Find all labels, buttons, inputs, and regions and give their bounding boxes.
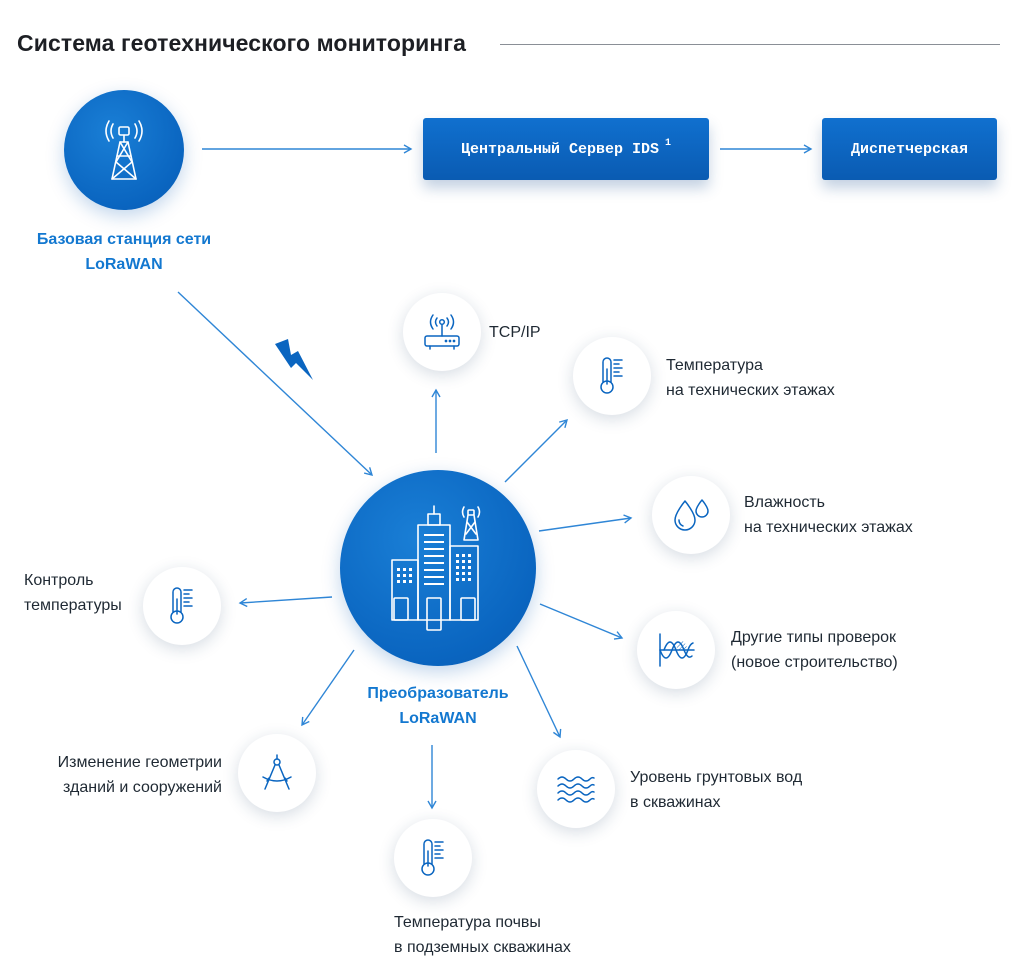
humidity-label-line1: Влажность	[744, 494, 826, 511]
converter-label-line1: Преобразователь	[367, 685, 509, 702]
waves-icon	[557, 776, 595, 803]
other-checks-node	[637, 611, 715, 689]
groundwater-node	[537, 750, 615, 828]
central-server-box: Центральный Сервер IDS 1	[423, 118, 709, 180]
geometry-label: Изменение геометрии зданий и сооружений	[20, 750, 222, 800]
compass-icon	[262, 754, 292, 790]
temp-control-node	[143, 567, 221, 645]
thermometer-icon	[170, 587, 193, 624]
antenna-tower-icon	[105, 120, 143, 180]
arrow-to-temp-tech	[504, 419, 568, 483]
router-icon	[424, 314, 460, 350]
sine-wave-icon	[659, 633, 695, 667]
temp-tech-node	[573, 337, 651, 415]
geometry-node	[238, 734, 316, 812]
tcpip-label-line1: TCP/IP	[489, 324, 541, 341]
server-footnote: 1	[665, 137, 672, 149]
central-server-label: Центральный Сервер IDS	[460, 140, 660, 158]
soil-temp-label: Температура почвы в подземных скважинах	[394, 910, 571, 960]
other-checks-label-line1: Другие типы проверок	[731, 629, 897, 646]
humidity-label-line2: на технических этажах	[744, 519, 913, 536]
groundwater-label-line1: Уровень грунтовых вод	[630, 769, 803, 786]
buildings-antenna-icon	[391, 505, 481, 631]
thermometer-icon	[600, 357, 623, 394]
water-drops-icon	[674, 499, 709, 531]
arrow-to-groundwater	[516, 645, 562, 739]
dispatch-label: Диспетчерская	[850, 140, 969, 158]
other-checks-label-line2: (новое строительство)	[731, 654, 898, 671]
page-title: Система геотехнического мониторинга	[17, 30, 466, 56]
soil-temp-node	[394, 819, 472, 897]
converter-label: Преобразователь LoRaWAN	[336, 681, 540, 731]
humidity-label: Влажность на технических этажах	[744, 490, 913, 540]
arrow-to-geometry	[301, 649, 355, 727]
temp-control-label-line1: Контроль	[24, 572, 94, 589]
temp-tech-label-line1: Температура	[666, 357, 763, 374]
other-checks-label: Другие типы проверок (новое строительств…	[731, 625, 898, 675]
temp-control-label: Контроль температуры	[24, 568, 122, 618]
temp-tech-label-line2: на технических этажах	[666, 382, 835, 399]
dispatch-box: Диспетчерская	[822, 118, 997, 180]
base-station-label-line2: LoRaWAN	[85, 256, 163, 273]
humidity-node	[652, 476, 730, 554]
base-station-label: Базовая станция сети LoRaWAN	[22, 227, 226, 277]
converter-node	[340, 470, 536, 666]
title-divider	[500, 44, 1000, 45]
base-station-node	[64, 90, 184, 210]
base-station-label-line1: Базовая станция сети	[36, 231, 212, 248]
converter-label-line2: LoRaWAN	[399, 710, 477, 727]
temp-tech-label: Температура на технических этажах	[666, 353, 835, 403]
groundwater-label: Уровень грунтовых вод в скважинах	[630, 765, 802, 815]
geometry-label-line1: Изменение геометрии	[57, 754, 222, 771]
arrow-to-temp-control	[238, 596, 333, 608]
tcpip-label: TCP/IP	[489, 320, 541, 345]
soil-temp-label-line1: Температура почвы	[394, 914, 541, 931]
temp-control-label-line2: температуры	[24, 597, 122, 614]
lightning-bolt-icon	[275, 339, 313, 380]
groundwater-label-line2: в скважинах	[630, 794, 721, 811]
tcpip-node	[403, 293, 481, 371]
geometry-label-line2: зданий и сооружений	[63, 779, 222, 796]
arrow-to-humidity	[538, 514, 633, 532]
arrow-base-to-converter	[177, 291, 374, 476]
arrow-to-other-checks	[539, 603, 624, 640]
thermometer-icon	[421, 839, 444, 876]
soil-temp-label-line2: в подземных скважинах	[394, 939, 571, 956]
